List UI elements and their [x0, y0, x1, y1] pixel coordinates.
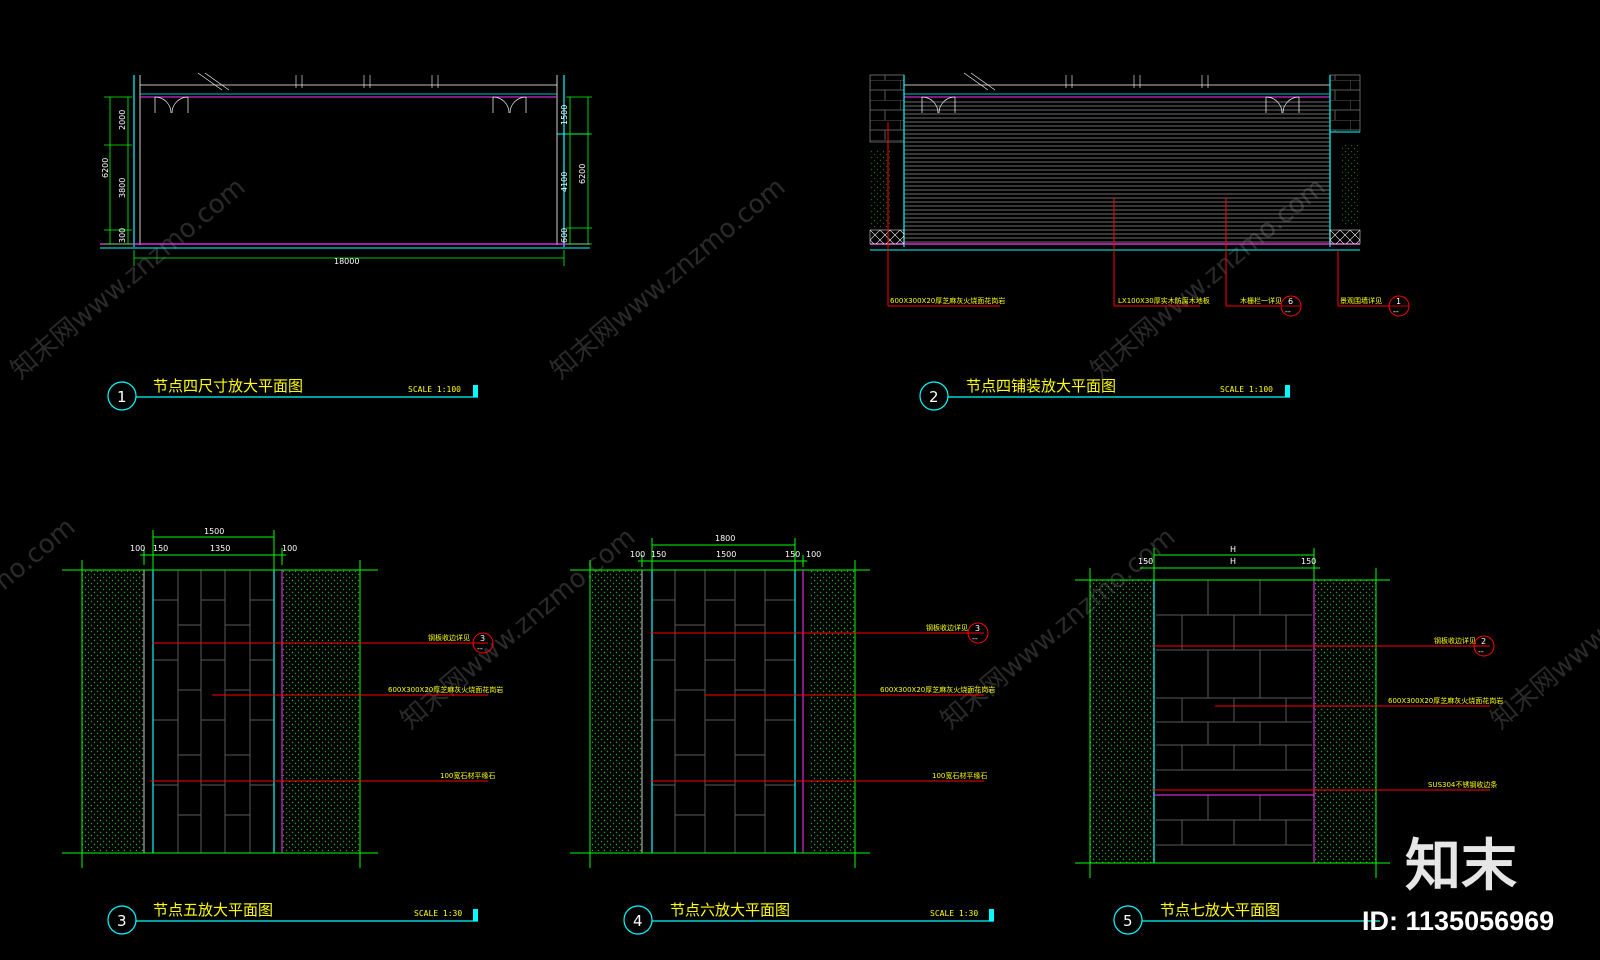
drawing-1-title-block: 1 节点四尺寸放大平面图 SCALE 1:100 [107, 377, 478, 411]
watermark-text: 知末网www.znzmo.com [0, 512, 81, 725]
dim-b: 150 [153, 544, 168, 553]
drawing-2-plan: 600X300X20厚芝麻灰火烧面花岗岩 LX100X30厚实木防腐木地板 木栅… [869, 72, 1410, 317]
callout-sheet: -- [972, 634, 978, 643]
drawing-3-title-block: 3 节点五放大平面图 SCALE 1:30 [107, 901, 478, 935]
dim-c: 150 [1301, 557, 1316, 566]
callout-number: 2 [1481, 637, 1486, 646]
dim-a: 150 [1138, 557, 1153, 566]
note-text: 600X300X20厚芝麻灰火烧面花岗岩 [1388, 696, 1503, 705]
drawing-5-title-block: 5 节点七放大平面图 [1113, 901, 1380, 935]
dim-total-width: 18000 [334, 257, 359, 266]
note-text: 100宽石材平缘石 [932, 771, 987, 780]
drawing-3-plan: 1500 100 150 1350 100 钢板收边详见 600X300X20厚… [62, 527, 503, 868]
callout-number: 1 [1396, 297, 1401, 306]
dim-a: 100 [130, 544, 145, 553]
drawing-scale: SCALE 1:30 [930, 909, 978, 918]
dim-right-bot: 600 [560, 228, 569, 243]
dim-a: 100 [630, 550, 645, 559]
drawing-scale: SCALE 1:100 [1220, 385, 1273, 394]
detail-callout: 1 -- [1388, 295, 1410, 317]
note-text: 600X300X20厚芝麻灰火烧面花岗岩 [388, 685, 503, 694]
detail-callout: 6 -- [1280, 295, 1302, 317]
callout-number: 3 [975, 624, 980, 633]
dim-top: H [1230, 545, 1236, 554]
callout-sheet: -- [1478, 647, 1484, 656]
drawing-scale: SCALE 1:30 [414, 909, 462, 918]
dim-b: 150 [651, 550, 666, 559]
note-text: 景观围墙详见 [1340, 296, 1382, 305]
note-text: 钢板收边详见 [1434, 636, 1476, 645]
drawing-number: 5 [1123, 912, 1133, 930]
drawing-number: 2 [929, 388, 939, 406]
dim-left-mid: 3800 [118, 178, 127, 198]
note-text: 600X300X20厚芝麻灰火烧面花岗岩 [880, 685, 995, 694]
dim-top: 1800 [715, 534, 735, 543]
drawing-4-title-block: 4 节点六放大平面图 SCALE 1:30 [623, 901, 994, 935]
dim-left-total: 6200 [101, 158, 110, 178]
watermark-text: 知末网www.znzmo.com [545, 172, 791, 385]
callout-sheet: -- [1285, 307, 1291, 316]
brand-logo: 知末 [1405, 834, 1517, 899]
dim-d: 150 [785, 550, 800, 559]
dim-d: 100 [282, 544, 297, 553]
drawing-5-plan: H 150 H 150 钢板收边详见 600X300X20厚芝麻灰火烧面花岗岩 … [1075, 545, 1503, 878]
note-text: 100宽石材平缘石 [440, 771, 495, 780]
dim-c: 1500 [716, 550, 736, 559]
drawing-scale: SCALE 1:100 [408, 385, 461, 394]
resource-id: ID: 1135056969 [1362, 906, 1554, 936]
callout-number: 6 [1288, 297, 1293, 306]
dim-c: 1350 [210, 544, 230, 553]
note-text: 钢板收边详见 [428, 633, 470, 642]
detail-callout: 3 -- [967, 622, 989, 644]
callout-sheet: -- [1393, 307, 1399, 316]
note-text: 木栅栏一详见 [1240, 296, 1282, 305]
drawing-2-title-block: 2 节点四铺装放大平面图 SCALE 1:100 [919, 377, 1290, 411]
drawing-1-plan: 6200 2000 3800 300 1500 4100 6200 600 18… [100, 72, 592, 266]
drawing-title: 节点七放大平面图 [1160, 901, 1280, 919]
dim-top: 1500 [204, 527, 224, 536]
note-text: 600X300X20厚芝麻灰火烧面花岗岩 [890, 296, 1005, 305]
drawing-number: 4 [633, 912, 643, 930]
drawing-4-plan: 1800 100 150 1500 150 100 钢板收边详见 600X300… [570, 534, 995, 868]
dim-left-top: 2000 [118, 110, 127, 130]
callout-number: 3 [480, 634, 485, 643]
drawing-title: 节点五放大平面图 [153, 901, 273, 919]
drawing-number: 3 [117, 912, 127, 930]
dim-right-mid: 4100 [560, 172, 569, 192]
dim-e: 100 [806, 550, 821, 559]
drawing-title: 节点六放大平面图 [670, 901, 790, 919]
dim-right-top: 1500 [560, 105, 569, 125]
callout-sheet: -- [477, 644, 483, 653]
drawing-number: 1 [117, 388, 127, 406]
detail-callout: 3 -- [472, 632, 494, 654]
detail-callout: 2 -- [1473, 635, 1495, 657]
dim-b: H [1230, 557, 1236, 566]
dim-left-bot: 300 [118, 228, 127, 243]
drawing-title: 节点四尺寸放大平面图 [153, 377, 303, 395]
note-text: 钢板收边详见 [926, 623, 968, 632]
dim-right-total: 6200 [578, 164, 587, 184]
drawing-title: 节点四铺装放大平面图 [966, 377, 1116, 395]
note-text: LX100X30厚实木防腐木地板 [1118, 296, 1210, 305]
note-text: SUS304不锈钢收边条 [1428, 780, 1497, 789]
